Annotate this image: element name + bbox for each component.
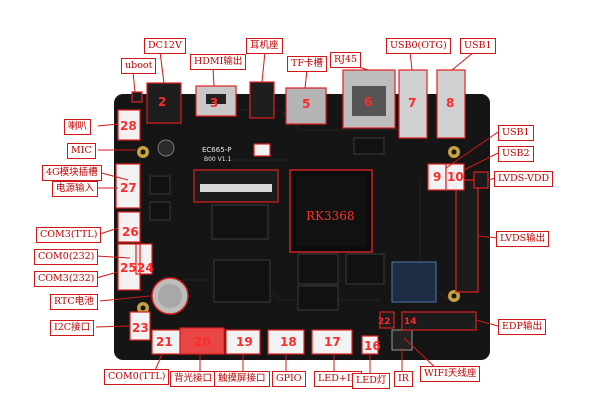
soc-chip-die (296, 176, 366, 246)
number-19: 19 (236, 335, 253, 349)
number-16: 16 (364, 339, 381, 353)
lvds-vdd-jumper (473, 171, 489, 189)
mounting-holes (137, 146, 460, 314)
label-rtc: RTC电池 (50, 294, 98, 310)
rtc-battery-center (158, 284, 182, 308)
number-23: 23 (132, 321, 149, 335)
label-usb0-otg: USB0(OTG) (386, 38, 451, 54)
ram-chip-1 (297, 253, 339, 285)
label-dc12v: DC12V (144, 38, 186, 54)
label-power-in: 电源输入 (52, 181, 99, 197)
top-connector-boxes (146, 69, 466, 139)
label-touch: 触摸屏接口 (214, 371, 270, 387)
label-mic: MIC (67, 143, 96, 159)
label-backlight: 背光接口 (170, 371, 217, 387)
capacitor (157, 139, 175, 157)
hdmi-port-opening (206, 94, 226, 104)
label-usb1-top: USB1 (460, 38, 496, 54)
wifi-module (391, 261, 437, 303)
label-uboot: uboot (121, 58, 157, 74)
usb-header-10 (445, 163, 465, 191)
label-tf: TF卡槽 (287, 56, 327, 72)
edp-connector (401, 311, 477, 331)
uboot-jumper (131, 91, 143, 103)
model-silkscreen: EC665-P (202, 146, 232, 154)
number-8: 8 (446, 96, 455, 110)
lvds-connector (455, 179, 479, 293)
ic-small-3 (149, 201, 171, 221)
number-7: 7 (408, 96, 417, 110)
version-silkscreen: B00 V1.1 (204, 156, 232, 163)
rj45-port-opening (352, 86, 386, 116)
label-4g: 4G模块插槽 (42, 165, 102, 181)
headphone-jack (249, 81, 275, 119)
label-wifi-antenna: WIFI天线座 (420, 366, 481, 382)
label-com0-ttl: COM0(TTL) (104, 369, 170, 385)
number-20: 20 (194, 335, 211, 349)
label-hdmi: HDMI输出 (190, 54, 247, 70)
usb0-port (398, 69, 428, 139)
label-com3-232: COM3(232) (34, 271, 99, 287)
header-11 (253, 143, 271, 157)
number-3: 3 (210, 96, 219, 110)
emmc-chip (211, 204, 269, 240)
number-9: 9 (433, 170, 442, 184)
number-6: 6 (364, 95, 373, 109)
label-speaker: 喇叭 (64, 119, 92, 135)
label-ir: IR (394, 371, 413, 387)
number-14: 14 (404, 317, 417, 327)
number-24: 24 (137, 261, 154, 275)
label-com0-232: COM0(232) (34, 249, 99, 265)
number-21: 21 (156, 335, 173, 349)
number-18: 18 (280, 335, 297, 349)
pmu-chip (213, 259, 271, 303)
ram-chip-2 (345, 253, 385, 285)
label-com3-ttl: COM3(TTL) (36, 227, 102, 243)
label-edp: EDP输出 (498, 319, 546, 335)
label-rj45: RJ45 (330, 52, 362, 68)
number-5: 5 (302, 97, 311, 111)
label-lvds-out: LVDS输出 (496, 231, 550, 247)
left-connector-boxes (115, 109, 153, 341)
ic-small-2 (149, 175, 171, 195)
number-27: 27 (120, 181, 137, 195)
number-28: 28 (120, 119, 137, 133)
label-usb2: USB2 (498, 146, 534, 162)
ram-chip-3 (297, 285, 339, 311)
number-26: 26 (122, 225, 139, 239)
soc-chip-label: RK3368 (306, 209, 355, 223)
ic-small-1 (353, 137, 385, 155)
number-17: 17 (324, 335, 341, 349)
label-lvds-vdd: LVDS-VDD (494, 171, 554, 187)
number-25: 25 (120, 261, 137, 275)
label-i2c: I2C接口 (50, 320, 95, 336)
label-gpio: GPIO (272, 371, 306, 387)
number-10: 10 (447, 170, 464, 184)
label-headphone: 耳机座 (246, 38, 283, 54)
number-2: 2 (158, 95, 167, 109)
edp-jumper-22 (379, 311, 395, 329)
number-22: 22 (378, 317, 391, 327)
module-4g-slot-pins (200, 184, 272, 192)
label-usb1-side: USB1 (498, 125, 534, 141)
label-led: LED灯 (352, 373, 391, 389)
